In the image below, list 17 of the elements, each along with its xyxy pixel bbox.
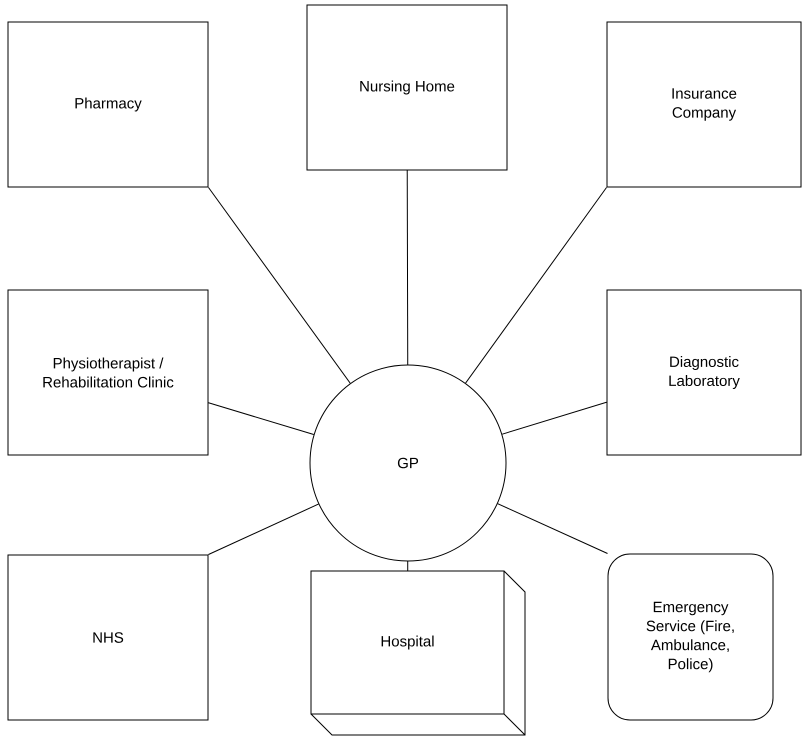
box: Nursing Home xyxy=(306,4,508,170)
connector-line xyxy=(208,504,319,555)
connector-line xyxy=(407,561,408,571)
connector-line xyxy=(208,187,351,384)
box: Insurance Company xyxy=(606,22,802,188)
3d-box: Hospital xyxy=(310,570,526,736)
box: NHS xyxy=(8,554,208,720)
connector-line xyxy=(406,170,408,365)
connector-line xyxy=(497,503,608,554)
connector-line xyxy=(208,402,314,436)
connector-line xyxy=(502,402,607,435)
box: Pharmacy xyxy=(8,22,208,188)
box: Physiotherapist / Rehabilitation Clinic xyxy=(8,290,208,456)
circle-node: GP xyxy=(310,364,506,562)
connector-line xyxy=(465,187,607,384)
rounded-box: Emergency Service (Fire, Ambulance, Police) xyxy=(608,554,774,720)
box: Diagnostic Laboratory xyxy=(606,290,802,456)
